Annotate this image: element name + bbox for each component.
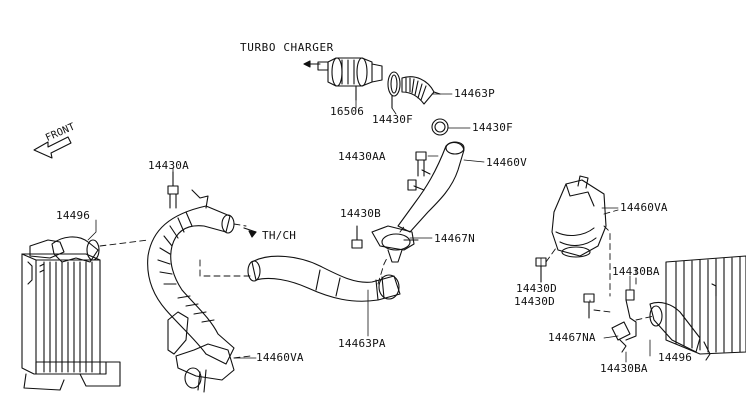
label-14430D-upper: 14430D [516,282,557,295]
clamp-14430F-lower [431,118,449,136]
label-14467N: 14467N [434,232,475,245]
label-14430BA-upper: 14430BA [612,265,660,278]
bolt-14430B [351,225,363,249]
label-14430F-lower: 14430F [472,121,513,134]
bolt-14430D-lower [583,293,595,319]
hose-14463P [401,76,441,105]
intercooler-right [649,255,746,361]
turbo-arrow [303,60,321,68]
clip-14430BA [611,289,637,353]
label-16506: 16506 [330,105,365,118]
bolt-14430A [167,171,179,209]
label-14430D-lower: 14430D [514,295,555,308]
label-14463PA: 14463PA [338,337,386,350]
intercooler-left [21,236,121,391]
duct-14460VA-right [551,175,607,258]
label-th-ch: TH/CH [262,229,297,242]
label-14496-right: 14496 [658,351,693,364]
leader-lines [87,93,651,363]
label-14430B: 14430B [340,207,381,220]
thch-arrow [243,227,257,238]
label-14496-left: 14496 [56,209,91,222]
tube-14460VA-left [147,189,235,393]
label-14460VA-left: 14460VA [256,351,304,364]
tube-14460V [397,141,465,233]
label-14460VA-right: 14460VA [620,201,668,214]
label-14430A: 14430A [148,159,189,172]
bracket-14467N [371,225,419,263]
clamp-14430F-upper [387,71,401,109]
label-turbo-charger: TURBO CHARGER [240,41,334,54]
bolt-14430AA [415,151,427,177]
label-14467NA: 14467NA [548,331,596,344]
assembly-lines [99,209,655,359]
front-arrow [33,136,72,159]
label-14430BA-lower: 14430BA [600,362,648,375]
label-14463P: 14463P [454,87,495,100]
label-14430F-upper: 14430F [372,113,413,126]
pipe-14463PA [247,255,401,302]
label-14460V: 14460V [486,156,527,169]
part-16506 [317,57,383,101]
label-14430AA: 14430AA [338,150,386,163]
